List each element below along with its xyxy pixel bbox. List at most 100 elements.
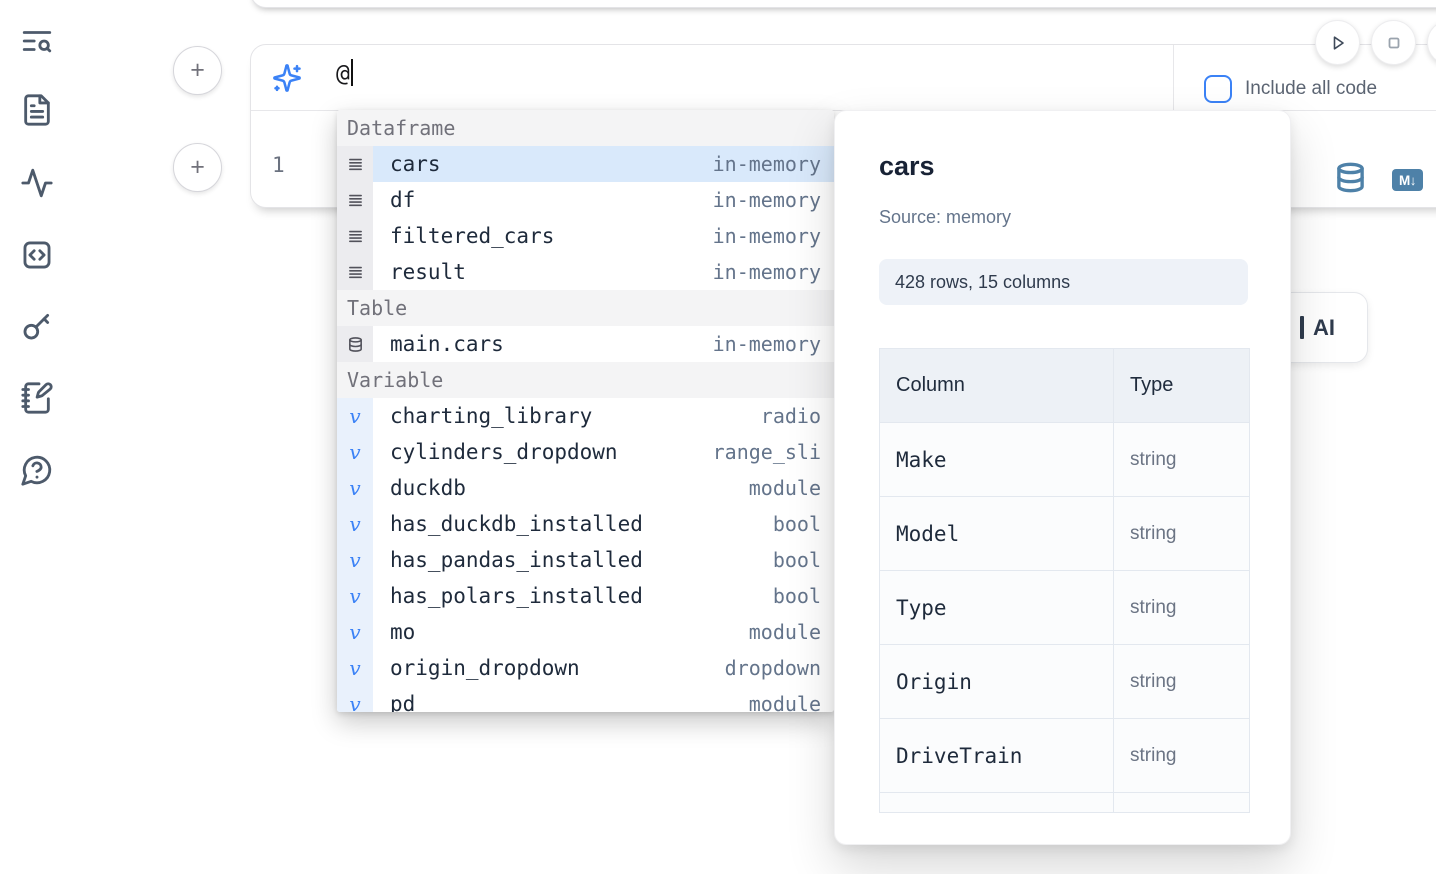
variable-icon: v bbox=[349, 404, 361, 428]
variable-icon: v bbox=[349, 620, 361, 644]
dataframe-preview-panel: cars Source: memory 428 rows, 15 columns… bbox=[834, 110, 1291, 845]
sidebar-item-secrets[interactable] bbox=[18, 307, 56, 345]
add-cell-above-button[interactable]: + bbox=[173, 46, 222, 95]
ai-prompt-row[interactable]: @ Include all code bbox=[251, 45, 1436, 111]
column-type: string bbox=[1130, 522, 1177, 544]
item-type: in-memory bbox=[712, 224, 821, 248]
item-name: filtered_cars bbox=[390, 224, 555, 248]
item-type: in-memory bbox=[712, 332, 821, 356]
dataframe-rows-icon bbox=[348, 158, 362, 170]
item-name: df bbox=[390, 188, 416, 212]
sidebar-item-activity[interactable] bbox=[18, 164, 56, 202]
autocomplete-item-result[interactable]: result in-memory bbox=[337, 254, 834, 290]
line-number: 1 bbox=[272, 153, 285, 177]
include-all-code-checkbox[interactable] bbox=[1204, 75, 1232, 103]
autocomplete-item-cars[interactable]: cars in-memory bbox=[337, 146, 834, 182]
include-all-code-label: Include all code bbox=[1245, 78, 1378, 99]
type-header: Type bbox=[1130, 374, 1174, 396]
preview-source: Source: memory bbox=[879, 207, 1012, 227]
item-name: pd bbox=[390, 692, 416, 712]
item-type: radio bbox=[760, 404, 821, 428]
item-type: bool bbox=[772, 548, 821, 572]
sidebar-item-table-of-contents[interactable] bbox=[18, 22, 56, 60]
item-type: module bbox=[748, 476, 821, 500]
database-icon[interactable] bbox=[1335, 161, 1366, 199]
variable-icon: v bbox=[349, 476, 361, 500]
sidebar-item-scratchpad[interactable] bbox=[18, 379, 56, 417]
item-type: dropdown bbox=[724, 656, 821, 680]
item-name: charting_library bbox=[390, 404, 593, 428]
prompt-divider bbox=[1173, 45, 1174, 110]
item-type: bool bbox=[772, 584, 821, 608]
text-caret bbox=[350, 59, 353, 86]
item-type: module bbox=[748, 692, 821, 712]
autocomplete-item-duckdb[interactable]: v duckdb module bbox=[337, 470, 834, 506]
autocomplete-item-charting_library[interactable]: v charting_library radio bbox=[337, 398, 834, 434]
item-name: main.cars bbox=[390, 332, 504, 356]
variable-icon: v bbox=[349, 584, 361, 608]
item-name: duckdb bbox=[390, 476, 466, 500]
item-name: mo bbox=[390, 620, 416, 644]
run-cell-button[interactable] bbox=[1315, 20, 1360, 65]
stop-button[interactable] bbox=[1371, 20, 1416, 65]
add-cell-below-button[interactable]: + bbox=[173, 143, 222, 192]
autocomplete-item-has_duckdb_installed[interactable]: v has_duckdb_installed bool bbox=[337, 506, 834, 542]
autocomplete-section-header: Table bbox=[337, 290, 834, 326]
dataframe-rows-icon bbox=[348, 266, 362, 278]
item-name: cars bbox=[390, 152, 441, 176]
prompt-value: @ bbox=[336, 61, 350, 87]
schema-row-partial bbox=[880, 793, 1249, 812]
variable-icon: v bbox=[349, 512, 361, 536]
item-name: has_polars_installed bbox=[390, 584, 643, 608]
clipped-letter bbox=[1300, 316, 1304, 339]
item-name: has_pandas_installed bbox=[390, 548, 643, 572]
item-name: result bbox=[390, 260, 466, 284]
activity-icon bbox=[21, 168, 53, 198]
markdown-icon[interactable]: M↓ bbox=[1392, 169, 1423, 191]
variable-icon: v bbox=[349, 548, 361, 572]
variable-icon: v bbox=[349, 656, 361, 680]
item-name: cylinders_dropdown bbox=[390, 440, 618, 464]
sidebar-item-snippets[interactable] bbox=[18, 236, 56, 274]
preview-title: cars bbox=[879, 151, 935, 181]
autocomplete-item-filtered_cars[interactable]: filtered_cars in-memory bbox=[337, 218, 834, 254]
key-icon bbox=[23, 313, 50, 340]
autocomplete-item-has_polars_installed[interactable]: v has_polars_installed bool bbox=[337, 578, 834, 614]
item-type: in-memory bbox=[712, 260, 821, 284]
stop-square-icon bbox=[1388, 37, 1399, 48]
column-name: Make bbox=[880, 423, 1114, 496]
variable-icon: v bbox=[349, 692, 361, 712]
autocomplete-section-header: Variable bbox=[337, 362, 834, 398]
item-name: has_duckdb_installed bbox=[390, 512, 643, 536]
toc-search-icon bbox=[22, 31, 52, 53]
play-icon bbox=[1333, 35, 1344, 50]
column-name: DriveTrain bbox=[880, 719, 1114, 792]
ai-button-label: AI bbox=[1313, 314, 1335, 340]
dataframe-rows-icon bbox=[348, 230, 362, 242]
column-type: string bbox=[1130, 744, 1177, 766]
item-type: in-memory bbox=[712, 152, 821, 176]
sidebar bbox=[0, 0, 72, 874]
column-type: string bbox=[1130, 670, 1177, 692]
sidebar-item-files[interactable] bbox=[18, 91, 56, 129]
column-name: Type bbox=[880, 571, 1114, 644]
autocomplete-section-header: Dataframe bbox=[337, 110, 834, 146]
autocomplete-item-has_pandas_installed[interactable]: v has_pandas_installed bool bbox=[337, 542, 834, 578]
autocomplete-item-main.cars[interactable]: main.cars in-memory bbox=[337, 326, 834, 362]
schema-row-DriveTrain: DriveTrain string bbox=[880, 719, 1249, 793]
help-chat-icon bbox=[21, 455, 52, 486]
autocomplete-item-pd[interactable]: v pd module bbox=[337, 686, 834, 712]
ai-prompt-input[interactable]: @ bbox=[336, 59, 353, 87]
item-type: bool bbox=[772, 512, 821, 536]
sidebar-item-help[interactable] bbox=[18, 451, 56, 489]
